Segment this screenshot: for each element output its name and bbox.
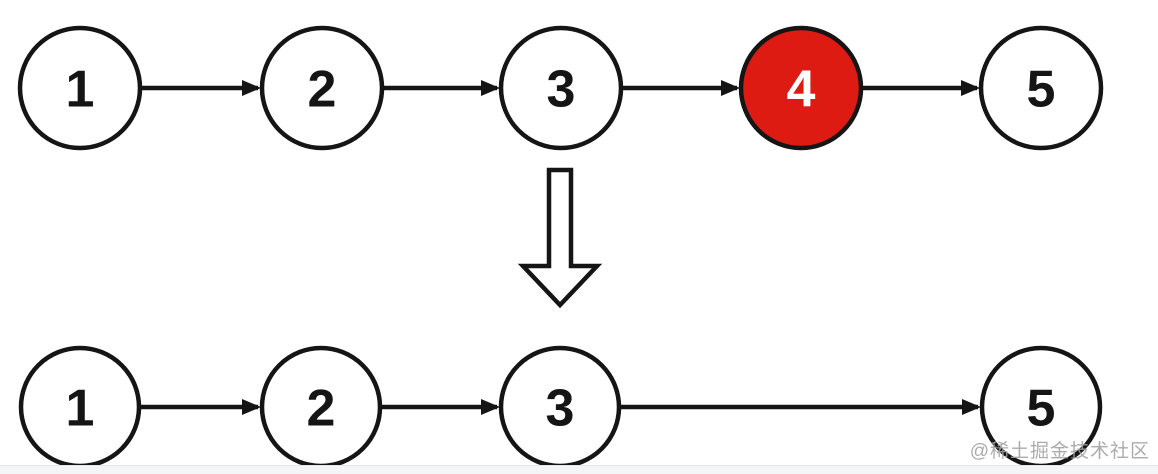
transform-down-arrow-icon: [517, 167, 603, 309]
node-label: 3: [546, 380, 575, 438]
node-label: 5: [1027, 380, 1056, 438]
list-row-after-deletion: 1 2 3 5: [18, 345, 1103, 469]
node-label: 1: [66, 380, 95, 438]
footer-bar: [0, 465, 1158, 474]
node-label: 3: [547, 61, 576, 119]
node-label: 5: [1027, 61, 1056, 119]
list-node-1: [17, 25, 143, 151]
list-row-before-deletion: 1 2 3 4 5: [17, 25, 1104, 151]
node-label: 2: [307, 380, 336, 438]
node-label: 4: [787, 61, 816, 119]
list-node-4-highlighted: [738, 25, 864, 151]
list-node-2: [259, 25, 385, 151]
node-label: 1: [66, 61, 95, 119]
node-label: 2: [308, 61, 337, 119]
list-node-5: [978, 25, 1104, 151]
list-node-3: [498, 25, 624, 151]
